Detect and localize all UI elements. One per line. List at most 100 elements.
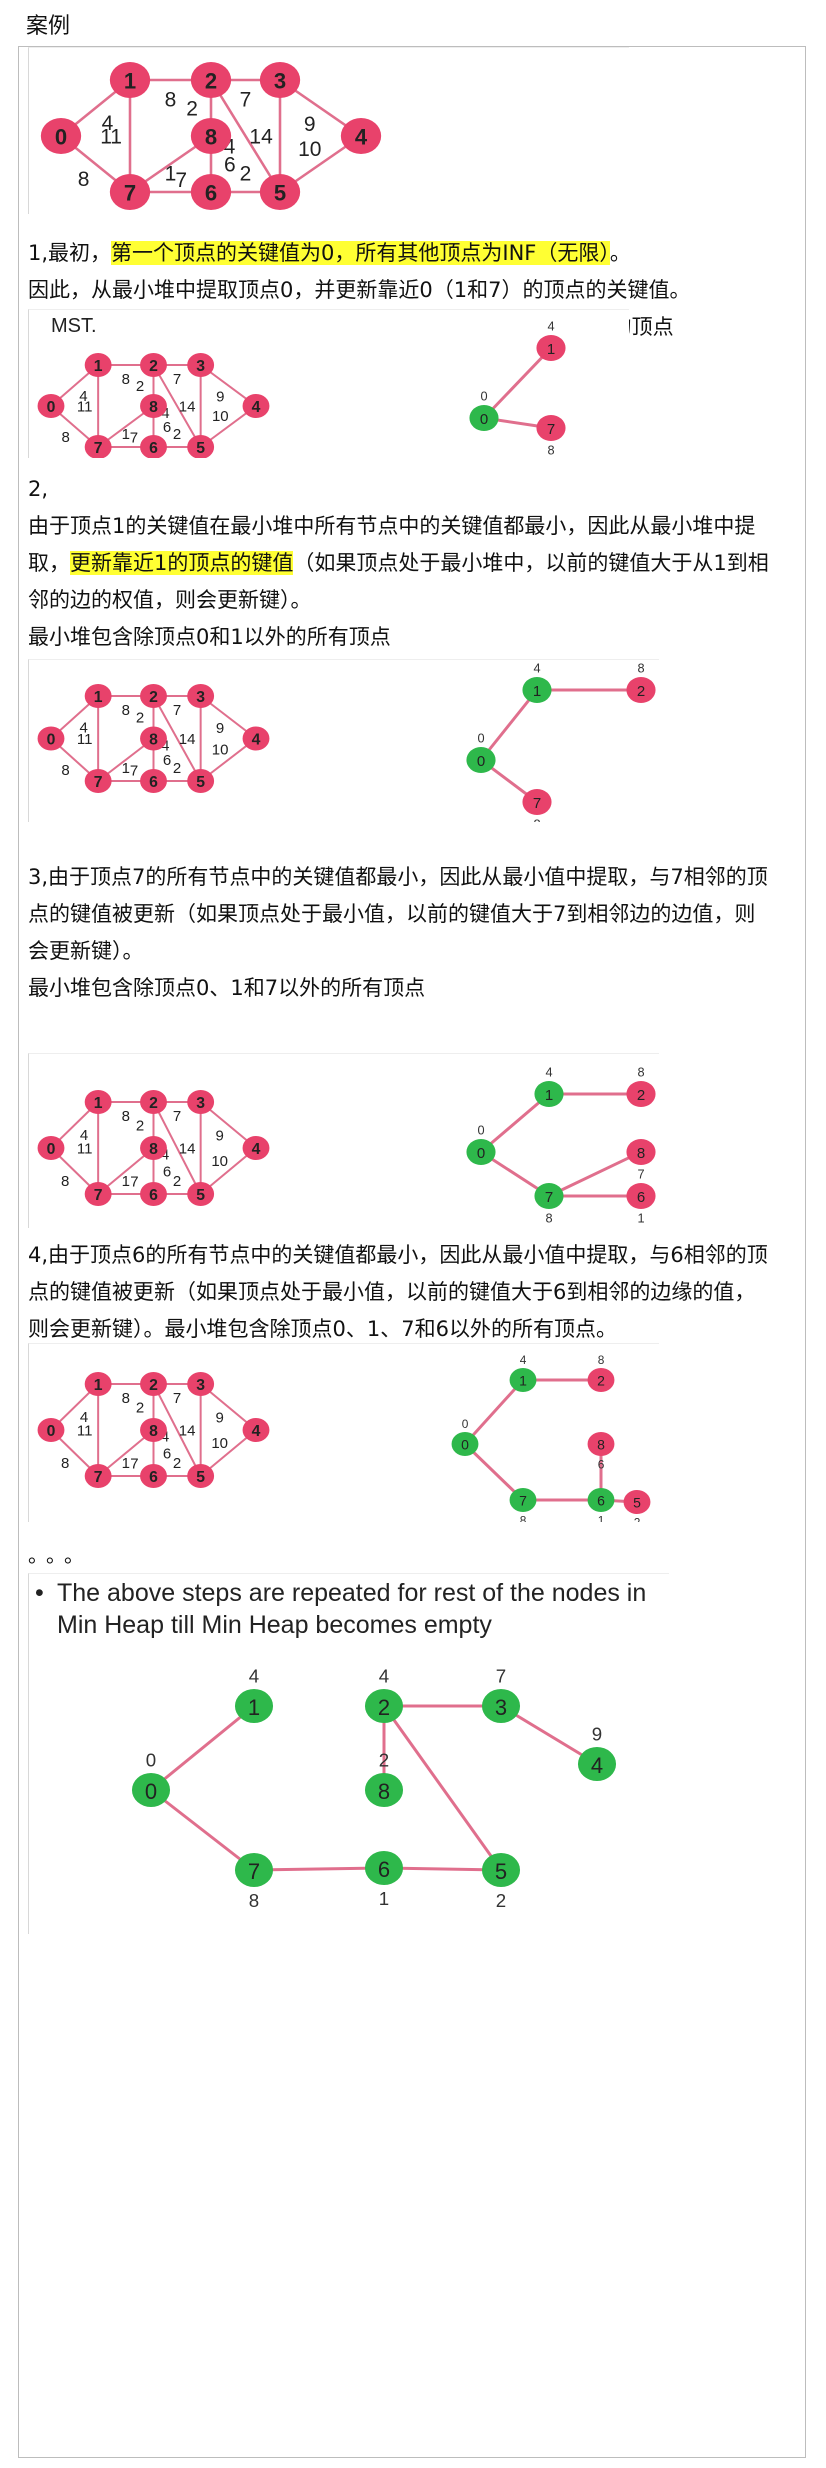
graph-edge <box>152 695 202 782</box>
mst-edge <box>463 1378 525 1446</box>
mst-node <box>481 1853 521 1887</box>
node-label: 4 <box>252 1141 261 1158</box>
edge-weight: 7 <box>175 169 187 192</box>
edge-weight: 2 <box>173 1455 181 1472</box>
graph-node <box>242 1418 270 1442</box>
node-label: 6 <box>149 1469 158 1486</box>
mst-node-label: 0 <box>461 1437 469 1453</box>
graph-node <box>259 62 301 98</box>
mst-node <box>626 1183 656 1209</box>
step4-figure: 4881172491410216701234567800142886786152 <box>28 1343 659 1522</box>
edge-weight: 4 <box>79 720 87 737</box>
edge-weight: 1 <box>122 426 130 443</box>
node-label: 2 <box>149 358 158 375</box>
ellipsis: 。。。 <box>28 1543 92 1567</box>
mst-node-label: 2 <box>637 1087 645 1104</box>
node-label: 4 <box>252 1423 261 1440</box>
edge-weight: 10 <box>298 138 321 161</box>
graph-node <box>140 769 167 793</box>
edge-weight: 1 <box>122 760 130 777</box>
mst-key-value: 4 <box>545 1065 552 1080</box>
graph-node <box>84 1464 112 1488</box>
graph-node <box>140 1418 167 1442</box>
edge-weight: 1 <box>122 1455 130 1472</box>
mst-node <box>587 1488 615 1512</box>
mst-node <box>626 1139 656 1165</box>
edge-weight: 4 <box>79 388 87 405</box>
mst-key-value: 4 <box>520 1353 527 1367</box>
edge-weight: 8 <box>122 702 130 719</box>
step2-prefix: 取， <box>28 551 70 575</box>
mst-node-label: 1 <box>519 1373 527 1389</box>
mst-key-value: 8 <box>249 1890 259 1911</box>
mst-node <box>536 415 566 441</box>
step4-line2: 点的键值被更新（如果顶点处于最小值，以前的键值大于6到相邻的边缘的值， <box>28 1280 756 1304</box>
edge-weight: 4 <box>161 737 169 754</box>
node-label: 5 <box>196 1187 205 1204</box>
mst-key-value: 8 <box>520 1514 527 1522</box>
mst-key-value: 4 <box>249 1665 259 1686</box>
mst-node <box>469 405 499 431</box>
graph-node <box>140 1182 167 1206</box>
node-label: 5 <box>196 1469 205 1486</box>
edge-weight: 7 <box>130 1456 138 1473</box>
node-label: 6 <box>205 180 217 205</box>
node-label: 7 <box>94 1187 103 1204</box>
mst-key-value: 8 <box>637 1065 644 1080</box>
mst-node-label: 2 <box>378 1695 390 1720</box>
node-label: 1 <box>124 68 136 93</box>
node-label: 0 <box>47 732 56 749</box>
node-label: 2 <box>205 68 217 93</box>
mst-node-label: 8 <box>637 1145 645 1162</box>
edge-weight: 11 <box>77 1140 93 1157</box>
mst-node-label: 7 <box>547 421 555 438</box>
mst-edge <box>150 1704 255 1792</box>
step4-line3: 则会更新键）。最小堆包含除顶点0、1、7和6以外的所有顶点。 <box>28 1317 617 1341</box>
mst-node <box>481 1689 521 1723</box>
step2-suffix: （如果顶点处于最小堆中，以前的键值大于从1到相 <box>293 551 769 575</box>
graph-node <box>187 1090 215 1114</box>
mst-key-value: 8 <box>545 1211 552 1226</box>
final-figure: • The above steps are repeated for rest … <box>28 1573 669 1934</box>
graph-node <box>140 394 167 418</box>
mst-key-value: 1 <box>637 1211 644 1226</box>
graph-node <box>187 769 215 793</box>
node-label: 3 <box>196 358 205 375</box>
edge-weight: 4 <box>80 1409 88 1426</box>
node-label: 8 <box>149 1141 158 1158</box>
mst-node-label: 5 <box>495 1859 507 1884</box>
edge-weight: 9 <box>216 720 224 737</box>
mst-node <box>234 1689 274 1723</box>
graph-node <box>190 62 232 98</box>
mst-caption: MST. <box>51 315 97 337</box>
mst-key-value: 7 <box>637 1167 644 1182</box>
step4-text: 4,由于顶点6的所有节点中的关键值都最小，因此从最小值中提取，与6相邻的顶 点的… <box>28 1237 798 1348</box>
mst-key-value: 0 <box>480 389 487 404</box>
edge-weight: 7 <box>130 1174 138 1191</box>
step2-line3: 邻的边的权值，则会更新键）。 <box>28 588 312 612</box>
mst-node-label: 2 <box>597 1373 605 1389</box>
mst-node <box>623 1490 651 1514</box>
mst-key-value: 9 <box>592 1723 602 1744</box>
mst-node <box>587 1368 615 1392</box>
graph-node <box>140 353 167 377</box>
graph-node <box>187 684 215 708</box>
mst-node-label: 5 <box>633 1495 641 1511</box>
edge-weight: 4 <box>161 1428 169 1445</box>
edge-weight: 7 <box>173 702 181 719</box>
graph-node <box>190 118 232 154</box>
node-label: 8 <box>205 124 217 149</box>
final-note-bullet: • <box>35 1579 44 1607</box>
mst-node <box>626 677 656 703</box>
mst-key-value: 2 <box>634 1516 641 1522</box>
node-label: 1 <box>94 358 103 375</box>
step3-line4: 最小堆包含除顶点0、1和7以外的所有顶点 <box>28 976 426 1000</box>
mst-key-value: 1 <box>379 1888 389 1909</box>
mst-node-label: 8 <box>378 1779 390 1804</box>
edge-weight: 7 <box>130 763 138 780</box>
edge-weight: 9 <box>216 1410 224 1427</box>
mst-node <box>364 1773 404 1807</box>
